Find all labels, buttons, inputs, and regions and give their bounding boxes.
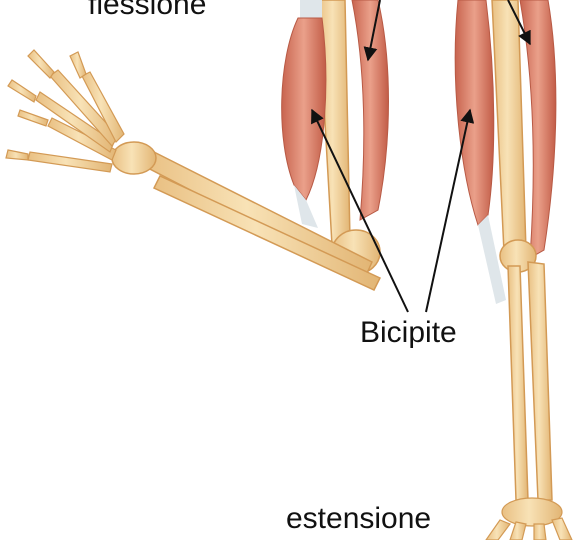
extended-humerus — [491, 0, 527, 253]
extended-radius — [507, 265, 529, 501]
flexed-wrist — [111, 141, 157, 175]
flexed-biceps-tendon — [294, 185, 318, 228]
flexion-label: flessione — [88, 0, 207, 21]
extended-biceps — [454, 0, 495, 226]
arrow-bicipite-to-extended-biceps — [425, 108, 475, 313]
extended-biceps-tendon — [478, 215, 506, 304]
pointer-arrows — [311, 0, 531, 313]
extended-ulna — [527, 261, 553, 501]
extended-hand — [485, 497, 573, 540]
flexed-biceps — [281, 17, 327, 201]
extension-label: estensione — [286, 502, 432, 535]
flexed-triceps — [351, 0, 389, 221]
arrow-extension-to-triceps — [507, 0, 531, 46]
flexed-arm — [5, 0, 389, 291]
flexed-hand — [5, 49, 125, 173]
flexed-tendon-top — [300, 0, 322, 18]
extended-arm — [454, 0, 573, 540]
extended-triceps — [519, 0, 557, 259]
biceps-label: Bicipite — [360, 316, 457, 349]
arrow-bicipite-to-flexed-biceps — [311, 108, 409, 313]
flexed-ulna — [152, 175, 382, 291]
arrow-flexion-to-triceps — [363, 0, 381, 62]
